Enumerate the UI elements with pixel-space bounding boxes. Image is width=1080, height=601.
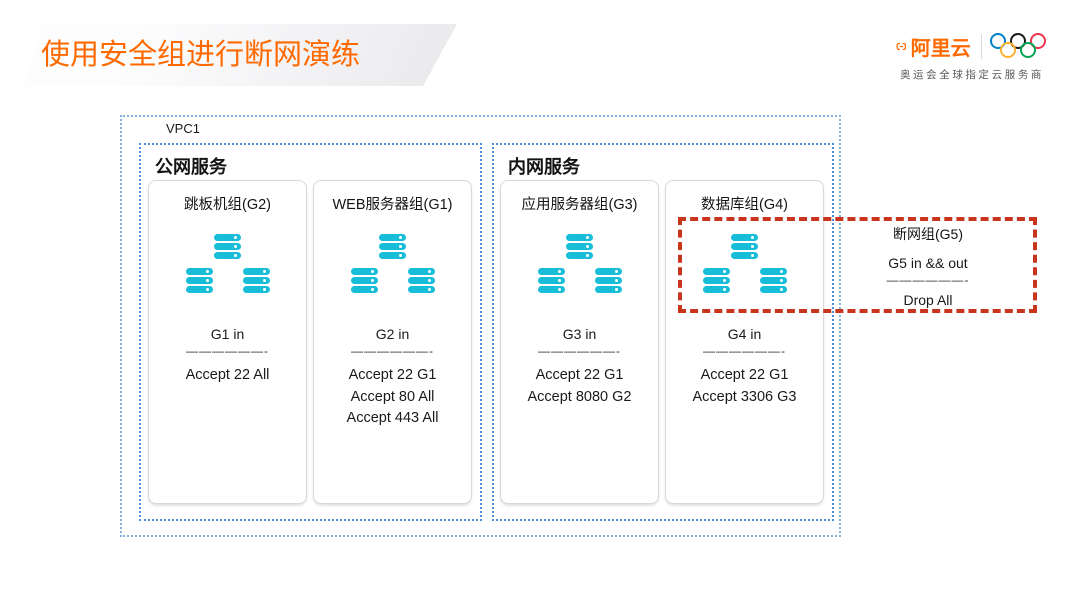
drop-group-text: 断网组(G5) G5 in && out ——————- Drop All	[830, 224, 1026, 310]
group-card-database: 数据库组(G4) G4 in ——————- Accept 22 G1 Acce…	[665, 180, 824, 504]
rules-header: G3 in	[562, 326, 597, 342]
section-internal-services: 内网服务	[492, 143, 834, 521]
rule-line: Accept 80 All	[350, 388, 435, 405]
server-cluster	[666, 234, 823, 293]
rules-header: G1 in	[210, 326, 245, 342]
rule-line: Accept 22 G1	[535, 367, 624, 383]
server-icon	[537, 268, 565, 293]
server-cluster	[149, 234, 306, 293]
vpc-label: VPC1	[166, 121, 200, 136]
group-title: 应用服务器组(G3)	[521, 197, 638, 213]
group-card-app-servers: 应用服务器组(G3) G3 in ——————- Accept 22 G1 Ac…	[500, 180, 659, 504]
rules-block: G1 in ——————- Accept 22 All	[149, 324, 306, 387]
brand-block: 阿里云 奥运会全球指定云服务商	[896, 31, 1048, 82]
server-icon	[759, 268, 787, 293]
rule-line: Accept 8080 G2	[527, 388, 632, 405]
rule-line: Accept 22 G1	[348, 367, 437, 383]
server-icon	[594, 268, 622, 293]
server-icon	[214, 234, 241, 259]
server-cluster	[314, 234, 471, 293]
rules-divider: ——————-	[703, 344, 786, 358]
server-icon	[379, 234, 406, 259]
group-title: WEB服务器组(G1)	[332, 197, 453, 213]
rule-line: Accept 3306 G3	[692, 388, 797, 405]
rules-header: G2 in	[375, 326, 410, 342]
drop-group-title: 断网组(G5)	[893, 226, 963, 242]
rule-line: Accept 22 G1	[700, 367, 789, 383]
rules-block: G3 in ——————- Accept 22 G1 Accept 8080 G…	[501, 324, 658, 408]
server-icon	[702, 268, 730, 293]
rules-block: G4 in ——————- Accept 22 G1 Accept 3306 G…	[666, 324, 823, 408]
rules-block: G2 in ——————- Accept 22 G1 Accept 80 All…	[314, 324, 471, 430]
aliyun-logo-icon	[896, 42, 907, 50]
rule-line: Accept 22 All	[185, 367, 270, 383]
page-title: 使用安全组进行断网演练	[41, 39, 361, 71]
server-cluster	[501, 234, 658, 293]
drop-group-zone: 断网组(G5) G5 in && out ——————- Drop All	[678, 217, 1037, 313]
server-icon	[731, 234, 758, 259]
section-public-services: 公网服务	[139, 143, 482, 521]
rules-divider: ——————-	[186, 344, 269, 358]
server-icon	[566, 234, 593, 259]
server-icon	[242, 268, 270, 293]
group-title: 跳板机组(G2)	[184, 197, 271, 213]
drop-group-divider: ——————-	[886, 273, 970, 287]
rules-divider: ——————-	[538, 344, 621, 358]
server-icon	[185, 268, 213, 293]
brand-name: 阿里云	[910, 37, 971, 60]
server-icon	[350, 268, 378, 293]
rules-header: G4 in	[727, 326, 762, 342]
rule-line: Accept 443 All	[346, 410, 439, 426]
section-internal-label: 内网服务	[508, 157, 580, 177]
server-icon	[407, 268, 435, 293]
section-public-label: 公网服务	[155, 157, 227, 177]
drop-group-rule-header: G5 in && out	[888, 255, 968, 271]
brand-row: 阿里云	[896, 31, 1048, 61]
group-card-web-servers: WEB服务器组(G1) G2 in ——————- Accept 22 G1 A…	[313, 180, 472, 504]
group-title: 数据库组(G4)	[701, 197, 788, 213]
group-card-jump-servers: 跳板机组(G2) G1 in ——————- Accept 22 All	[148, 180, 307, 504]
brand-tagline: 奥运会全球指定云服务商	[899, 69, 1045, 81]
vpc-box: VPC1	[120, 115, 841, 537]
title-banner: 使用安全组进行断网演练	[25, 24, 457, 86]
drop-group-rule: Drop All	[903, 292, 953, 308]
olympic-rings-icon	[990, 32, 1048, 60]
rules-divider: ——————-	[351, 344, 434, 358]
